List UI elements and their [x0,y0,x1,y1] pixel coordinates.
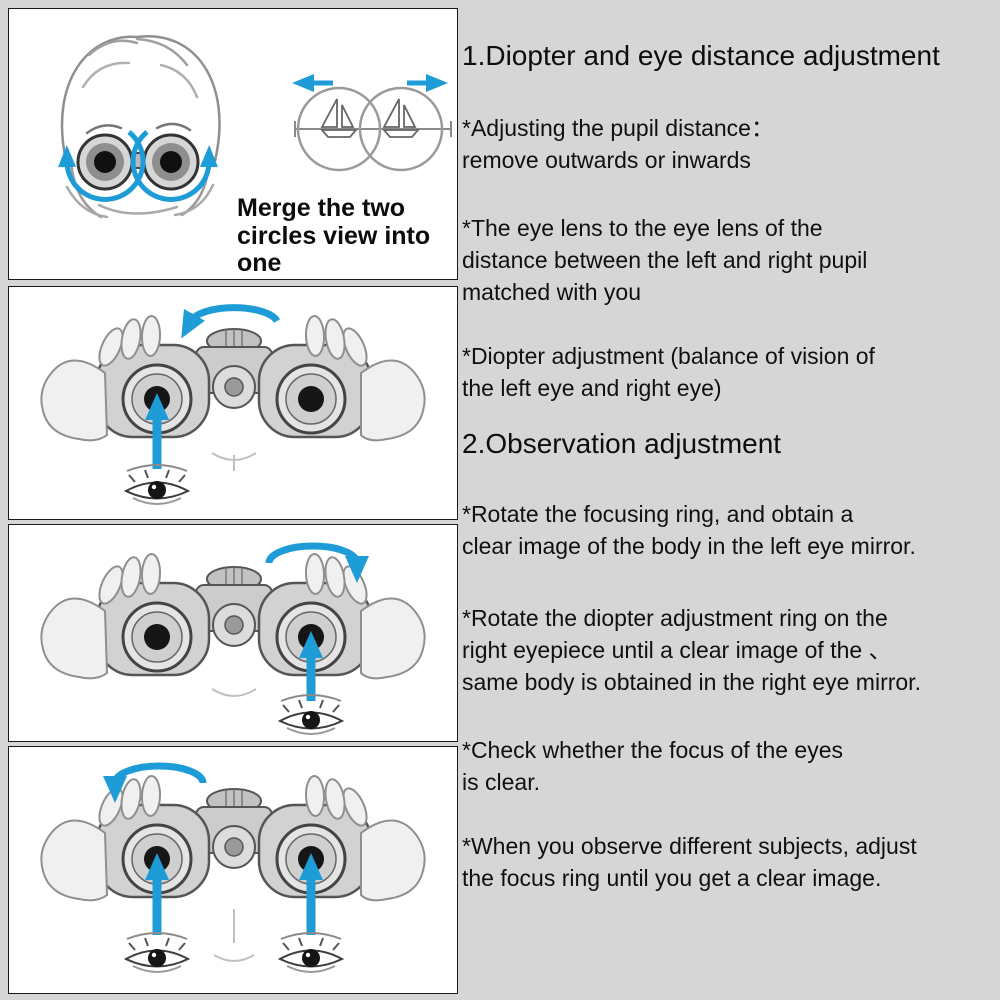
instruction-diopter-adjustment: *Diopter adjustment (balance of vision o… [462,343,875,401]
sailboat-icon [320,98,358,138]
rotate-arrow-icon [103,762,207,803]
section-1-heading: 1.Diopter and eye distance adjustment [462,40,940,71]
section-2-heading: 2.Observation adjustment [462,428,782,459]
eye-icon [123,464,191,505]
eye-icon [277,694,345,735]
eye-icon [277,932,345,973]
eye-icon [123,932,191,973]
hands-illustration [40,775,426,902]
hands-illustration [40,315,426,442]
binoculars-top-illustration [40,542,426,735]
instruction-check-focus: *Check whether the focus of the eyes is … [462,737,843,795]
panel-focus-ring [8,286,458,520]
sailboat-icon [382,98,420,138]
merge-caption: Merge the two circles view into one [237,194,431,277]
face-with-binoculars-illustration [58,34,452,219]
binoculars-top-illustration [40,304,426,505]
face-sketch [60,34,221,219]
instruction-eye-lens-distance: *The eye lens to the eye lens of the dis… [462,215,868,305]
panel-diopter-ring [8,524,458,742]
instruction-different-subjects: *When you observe different subjects, ad… [462,833,917,891]
instructions-column: 1.Diopter and eye distance adjustment *A… [462,0,996,1000]
hands-illustration [40,553,426,680]
binoculars-top-illustration [40,762,426,973]
instruction-diopter-ring: *Rotate the diopter adjustment ring on t… [462,605,921,695]
panel-both-eyes [8,746,458,994]
panel-eye-distance: Merge the two circles view into one [8,8,458,280]
instruction-focus-ring: *Rotate the focusing ring, and obtain a … [462,501,916,559]
binoculars-front-illustration [76,133,200,191]
rotate-arrow-icon [181,304,281,339]
instruction-pupil-distance: *Adjusting the pupil distance： remove ou… [462,115,774,173]
rotate-arrow-icon [58,130,218,202]
rotate-arrow-icon [265,542,369,583]
merged-circles-diagram [294,86,452,172]
